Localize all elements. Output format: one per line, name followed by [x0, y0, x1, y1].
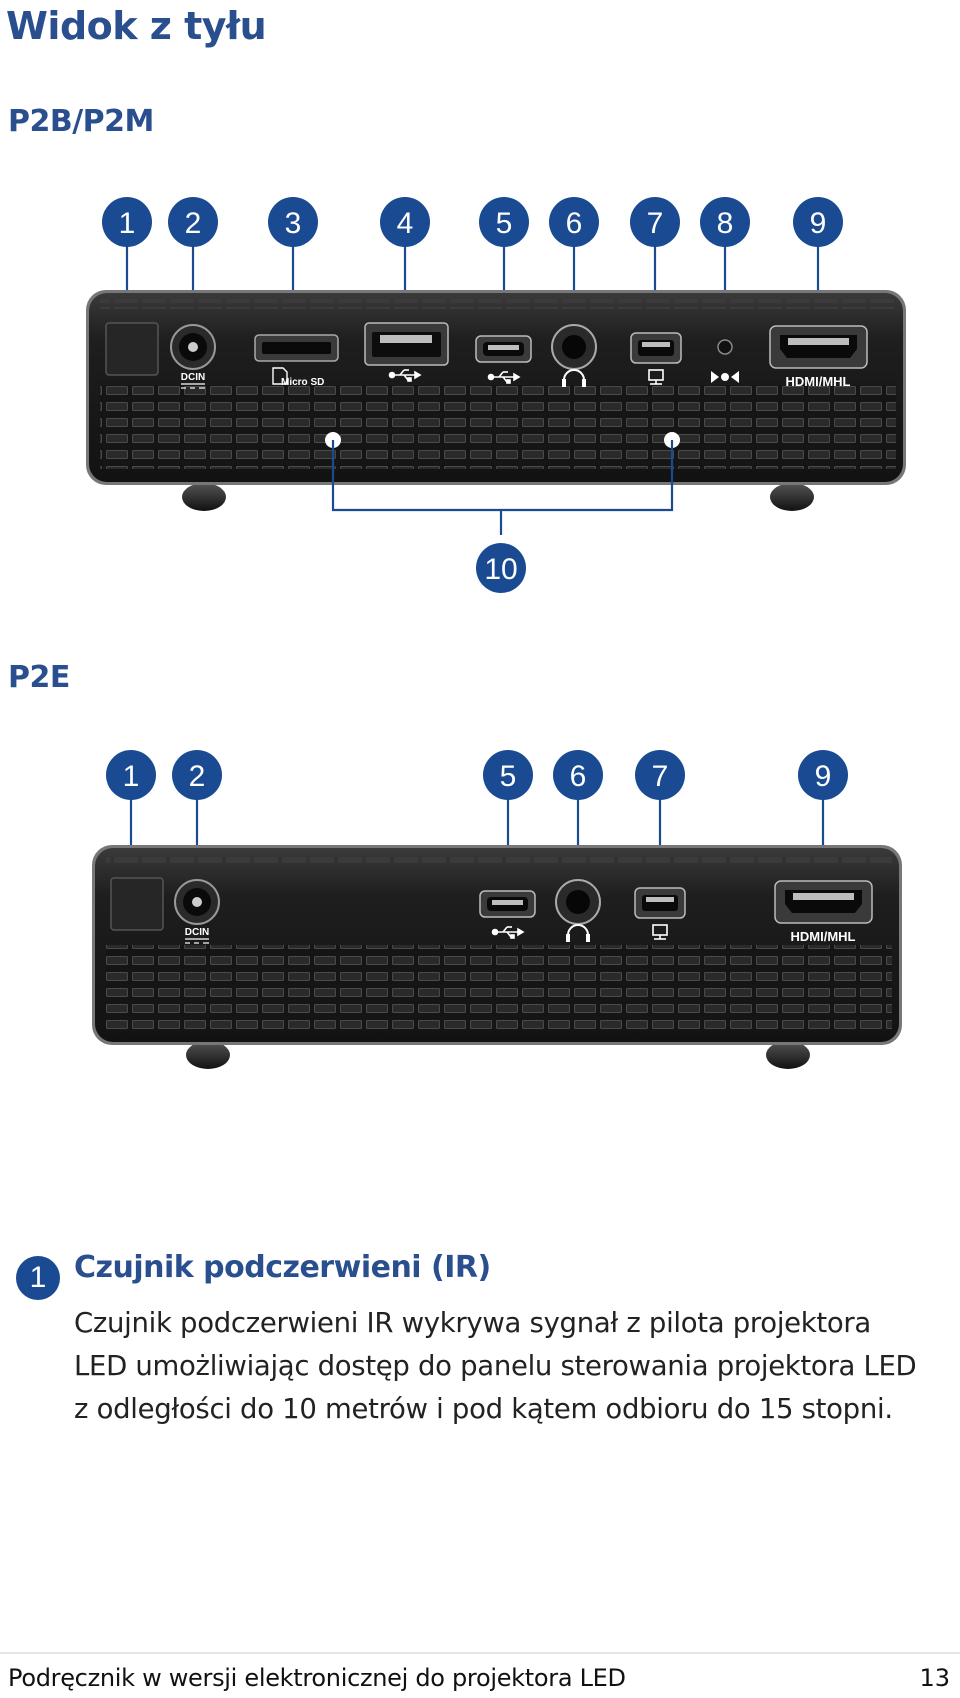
port-led-indicator — [711, 339, 739, 383]
dc-icon — [181, 383, 205, 389]
port-microsd: Micro SD — [254, 334, 339, 388]
callout-8: 8 — [717, 207, 734, 240]
dcin-label: DCIN — [185, 927, 209, 938]
foot-left — [182, 483, 226, 511]
page-title: Widok z tyłu — [6, 4, 267, 48]
callout-9: 9 — [815, 760, 832, 793]
section-title-p2b-p2m: P2B/P2M — [8, 104, 154, 139]
description-line-1: Czujnik podczerwieni IR wykrywa sygnał z… — [74, 1307, 871, 1339]
port-mini-displayport — [630, 332, 682, 385]
footer-title: Podręcznik w wersji elektronicznej do pr… — [8, 1664, 626, 1692]
port-micro-usb — [475, 335, 532, 384]
callout-10: 10 — [484, 553, 517, 586]
figure-p2b-p2m: DCIN Micro SD — [0, 175, 960, 605]
port-audio-out — [551, 324, 597, 387]
monitor-icon — [652, 924, 668, 940]
figure-p2e: DCIN — [0, 745, 960, 1085]
callout-9: 9 — [810, 207, 827, 240]
port-ir-sensor — [105, 322, 159, 376]
hdmi-label: HDMI/MHL — [786, 374, 851, 389]
ir-sensor-icon — [711, 371, 739, 383]
usb-icon — [487, 371, 521, 384]
callout-6: 6 — [570, 760, 587, 793]
port-usb-a — [364, 322, 449, 382]
port-micro-usb — [479, 890, 536, 939]
description-line-2: LED umożliwiając dostęp do panelu sterow… — [74, 1350, 917, 1382]
port-ir-sensor — [110, 877, 164, 931]
port-hdmi: HDMI/MHL — [774, 880, 873, 944]
projector-body — [92, 845, 902, 1045]
description-line-3: z odległości do 10 metrów i pod kątem od… — [74, 1393, 893, 1425]
callout-badges: 1 2 3 4 5 6 7 8 9 10 — [102, 197, 843, 593]
microsd-icon — [272, 367, 288, 385]
callout-1: 1 — [123, 760, 140, 793]
description-body: Czujnik podczerwieni IR wykrywa sygnał z… — [74, 1302, 944, 1431]
description-badge: 1 — [16, 1256, 60, 1300]
headphone-icon — [563, 369, 585, 385]
port-hdmi: HDMI/MHL — [769, 325, 868, 389]
page-number: 13 — [919, 1664, 950, 1692]
projector-body — [86, 290, 906, 485]
callout-3: 3 — [285, 207, 302, 240]
callout-2: 2 — [189, 760, 206, 793]
port-dc-in: DCIN — [174, 879, 220, 944]
usb-icon — [388, 369, 422, 382]
hdmi-label: HDMI/MHL — [791, 929, 856, 944]
callout-2: 2 — [185, 207, 202, 240]
callout-1: 1 — [119, 207, 136, 240]
foot-left — [186, 1041, 230, 1069]
headphone-icon — [567, 924, 589, 940]
callout-7: 7 — [652, 760, 669, 793]
section-title-p2e: P2E — [8, 660, 70, 695]
description-title: Czujnik podczerwieni (IR) — [74, 1250, 491, 1285]
callout-4: 4 — [397, 207, 414, 240]
dcin-label: DCIN — [181, 372, 205, 383]
port-dc-in: DCIN — [170, 324, 216, 389]
callout-badges: 1 2 5 6 7 9 — [106, 750, 848, 800]
callout-6: 6 — [566, 207, 583, 240]
speaker-callout — [325, 432, 680, 535]
footer-divider — [0, 1652, 960, 1654]
foot-right — [766, 1041, 810, 1069]
callout-5: 5 — [500, 760, 517, 793]
foot-right — [770, 483, 814, 511]
port-mini-displayport — [634, 887, 686, 940]
microsd-label: Micro SD — [281, 377, 324, 388]
dc-icon — [185, 938, 209, 944]
callout-7: 7 — [647, 207, 664, 240]
callout-5: 5 — [496, 207, 513, 240]
monitor-icon — [648, 369, 664, 385]
usb-icon — [491, 926, 525, 939]
port-audio-out — [555, 879, 601, 942]
